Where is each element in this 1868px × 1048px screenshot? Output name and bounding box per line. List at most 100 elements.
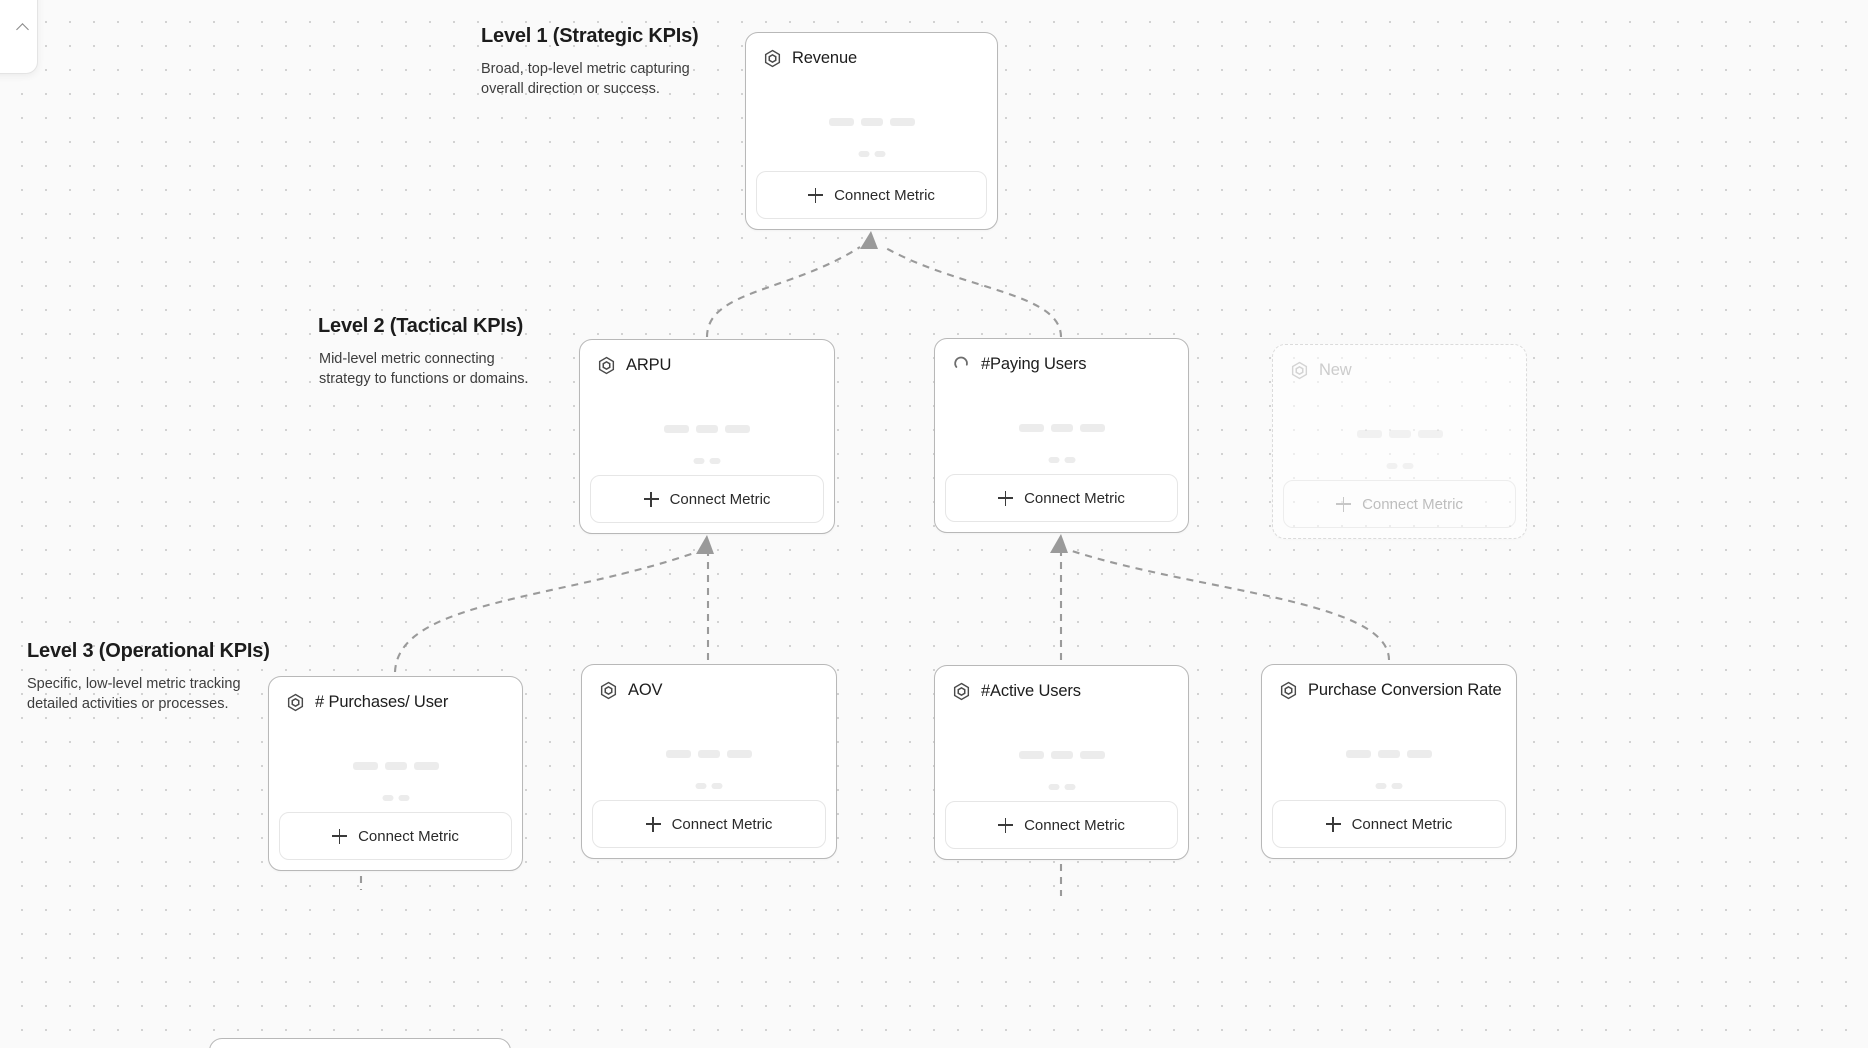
connect-metric-button[interactable]: Connect Metric xyxy=(592,800,826,848)
level-label-2: Level 2 (Tactical KPIs) Mid-level metric… xyxy=(318,314,534,389)
skeleton-row-primary xyxy=(1356,430,1443,438)
chevron-up-icon xyxy=(16,23,29,36)
connect-metric-button[interactable]: Connect Metric xyxy=(945,801,1178,849)
metric-node-aov[interactable]: AOV Connect Metric xyxy=(581,664,837,859)
skeleton-row-secondary xyxy=(1386,463,1413,469)
node-skeleton-body xyxy=(269,712,522,812)
skeleton-bar xyxy=(1346,750,1371,758)
skeleton-bar xyxy=(695,783,707,789)
connect-metric-label: Connect Metric xyxy=(669,490,771,508)
skeleton-bar xyxy=(398,795,409,801)
level-label-3: Level 3 (Operational KPIs) Specific, low… xyxy=(27,639,270,714)
hexagon-target-icon xyxy=(287,693,304,712)
metric-node-revenue[interactable]: Revenue Connect Metric xyxy=(745,32,998,230)
connect-metric-label: Connect Metric xyxy=(1024,489,1125,507)
connect-metric-label: Connect Metric xyxy=(358,827,459,845)
skeleton-bar xyxy=(382,795,393,801)
skeleton-row-primary xyxy=(828,118,915,126)
plus-icon xyxy=(1325,816,1341,832)
level-3-description: Specific, low-level metric tracking deta… xyxy=(27,676,241,712)
skeleton-row-secondary xyxy=(1048,784,1075,790)
metric-node-active-users[interactable]: #Active Users Connect Metric xyxy=(934,665,1189,860)
skeleton-bar xyxy=(664,425,689,433)
skeleton-bar xyxy=(1391,783,1403,789)
connect-metric-label: Connect Metric xyxy=(671,815,773,833)
metric-node-purchases-per-user[interactable]: # Purchases/ User Connect Metric xyxy=(268,676,523,871)
skeleton-bar xyxy=(413,762,439,770)
skeleton-bar xyxy=(1402,463,1413,469)
node-title: #Active Users xyxy=(981,682,1081,700)
plus-icon xyxy=(998,490,1014,506)
skeleton-bar xyxy=(1048,784,1059,790)
skeleton-row-secondary xyxy=(858,151,885,157)
node-header: #Paying Users xyxy=(935,339,1188,374)
skeleton-bar xyxy=(1050,424,1073,432)
floating-corner-panel[interactable] xyxy=(0,0,38,74)
skeleton-bar xyxy=(1378,750,1400,758)
node-title: AOV xyxy=(628,681,663,699)
skeleton-bar xyxy=(693,458,705,464)
skeleton-row-primary xyxy=(1018,751,1105,759)
node-title: #Paying Users xyxy=(981,355,1087,373)
node-title: ARPU xyxy=(626,356,672,374)
connect-metric-button[interactable]: Connect Metric xyxy=(1283,480,1516,528)
hexagon-target-icon xyxy=(598,356,615,375)
metric-node-purchase-conversion-rate[interactable]: Purchase Conversion Rate Connect Metric xyxy=(1261,664,1517,859)
skeleton-bar xyxy=(352,762,378,770)
skeleton-bar xyxy=(711,783,723,789)
skeleton-bar xyxy=(698,750,720,758)
skeleton-bar xyxy=(709,458,721,464)
loading-spinner-icon xyxy=(954,356,968,368)
hexagon-target-icon xyxy=(600,681,617,700)
skeleton-row-secondary xyxy=(693,458,721,464)
connect-metric-button[interactable]: Connect Metric xyxy=(590,475,824,523)
metric-node-partial-bottom[interactable] xyxy=(209,1038,511,1048)
level-1-title: Level 1 (Strategic KPIs) xyxy=(481,25,699,47)
skeleton-bar xyxy=(1018,424,1044,432)
node-header: # Purchases/ User xyxy=(269,677,522,712)
node-skeleton-body xyxy=(1262,700,1516,800)
level-2-title: Level 2 (Tactical KPIs) xyxy=(318,315,524,337)
skeleton-bar xyxy=(1018,751,1044,759)
skeleton-row-secondary xyxy=(1375,783,1403,789)
skeleton-bar xyxy=(1050,751,1073,759)
level-label-1: Level 1 (Strategic KPIs) Broad, top-leve… xyxy=(481,24,699,99)
connect-metric-button[interactable]: Connect Metric xyxy=(945,474,1178,522)
skeleton-bar xyxy=(860,118,883,126)
skeleton-bar xyxy=(1356,430,1382,438)
hexagon-target-icon xyxy=(953,682,970,701)
metric-node-new-placeholder[interactable]: New Connect Metric xyxy=(1272,344,1527,539)
skeleton-bar xyxy=(1079,424,1105,432)
skeleton-bar xyxy=(1375,783,1387,789)
node-skeleton-body xyxy=(1273,380,1526,480)
node-header: Purchase Conversion Rate xyxy=(1262,665,1516,700)
skeleton-bar xyxy=(1417,430,1443,438)
skeleton-bar xyxy=(1386,463,1397,469)
metric-node-arpu[interactable]: ARPU Connect Metric xyxy=(579,339,835,534)
node-header: Revenue xyxy=(746,33,997,68)
metric-node-paying-users[interactable]: #Paying Users Connect Metric xyxy=(934,338,1189,533)
level-2-description: Mid-level metric connecting strategy to … xyxy=(319,351,529,387)
skeleton-bar xyxy=(725,425,750,433)
hexagon-target-icon xyxy=(764,49,781,68)
skeleton-bar xyxy=(1064,784,1075,790)
skeleton-row-secondary xyxy=(695,783,723,789)
skeleton-bar xyxy=(727,750,752,758)
skeleton-bar xyxy=(1079,751,1105,759)
node-header: ARPU xyxy=(580,340,834,375)
skeleton-bar xyxy=(1407,750,1432,758)
connect-metric-button[interactable]: Connect Metric xyxy=(756,171,987,219)
connect-metric-label: Connect Metric xyxy=(1351,815,1453,833)
connect-metric-button[interactable]: Connect Metric xyxy=(279,812,512,860)
node-header: AOV xyxy=(582,665,836,700)
node-skeleton-body xyxy=(746,68,997,171)
plus-icon xyxy=(808,187,824,203)
node-skeleton-body xyxy=(935,701,1188,801)
connect-metric-button[interactable]: Connect Metric xyxy=(1272,800,1506,848)
connect-metric-label: Connect Metric xyxy=(1024,816,1125,834)
plus-icon xyxy=(998,817,1014,833)
node-header: #Active Users xyxy=(935,666,1188,701)
skeleton-bar xyxy=(858,151,869,157)
skeleton-row-primary xyxy=(666,750,752,758)
